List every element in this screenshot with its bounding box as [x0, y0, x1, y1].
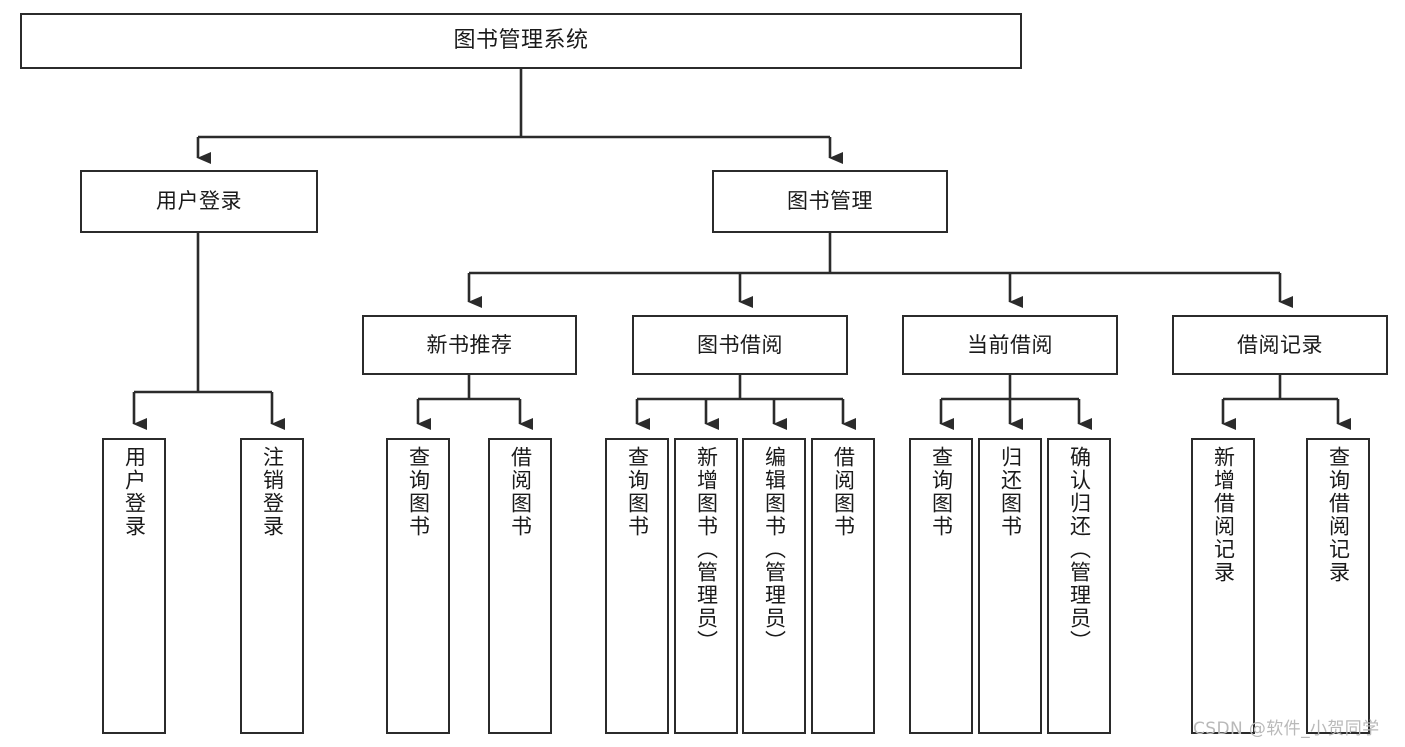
node-label: 查询图书 — [625, 446, 650, 538]
node-label: 借阅记录 — [1237, 332, 1323, 357]
leaf-borrow-books[interactable]: 借阅图书 — [811, 438, 875, 734]
leaf-confirm-return-admin[interactable]: 确认归还（管理员） — [1047, 438, 1111, 734]
leaf-query-books-new[interactable]: 查询图书 — [386, 438, 450, 734]
node-label: 图书借阅 — [697, 332, 783, 357]
node-label: 查询图书 — [929, 446, 954, 538]
node-user-login[interactable]: 用户登录 — [80, 170, 318, 233]
node-book-borrowing[interactable]: 图书借阅 — [632, 315, 848, 375]
node-new-book-recommendation[interactable]: 新书推荐 — [362, 315, 577, 375]
node-label: 用户登录 — [156, 189, 242, 214]
watermark-text: CSDN @软件_小贺同学 — [1193, 719, 1380, 739]
leaf-borrow-books-new[interactable]: 借阅图书 — [488, 438, 552, 734]
node-label: 图书管理 — [787, 189, 873, 214]
node-label: 确认归还（管理员） — [1067, 446, 1092, 653]
node-label: 注销登录 — [260, 446, 285, 538]
node-label: 查询图书 — [406, 446, 431, 538]
leaf-add-borrow-record[interactable]: 新增借阅记录 — [1191, 438, 1255, 734]
node-label: 借阅图书 — [508, 446, 533, 538]
node-root-book-management-system[interactable]: 图书管理系统 — [20, 13, 1022, 69]
node-label: 当前借阅 — [967, 332, 1053, 357]
leaf-query-borrow-record[interactable]: 查询借阅记录 — [1306, 438, 1370, 734]
node-label: 用户登录 — [122, 446, 147, 538]
node-label: 新增图书（管理员） — [694, 446, 719, 653]
node-borrow-records[interactable]: 借阅记录 — [1172, 315, 1388, 375]
node-label: 查询借阅记录 — [1326, 446, 1351, 584]
node-label: 图书管理系统 — [453, 28, 589, 54]
node-label: 新书推荐 — [426, 332, 513, 357]
node-label: 借阅图书 — [831, 446, 856, 538]
leaf-query-books-current[interactable]: 查询图书 — [909, 438, 973, 734]
leaf-user-login[interactable]: 用户登录 — [102, 438, 166, 734]
leaf-return-books[interactable]: 归还图书 — [978, 438, 1042, 734]
leaf-add-book-admin[interactable]: 新增图书（管理员） — [674, 438, 738, 734]
node-label: 归还图书 — [998, 446, 1023, 538]
node-current-borrowing[interactable]: 当前借阅 — [902, 315, 1118, 375]
leaf-query-books-borrow[interactable]: 查询图书 — [605, 438, 669, 734]
node-label: 新增借阅记录 — [1211, 446, 1236, 584]
node-book-management[interactable]: 图书管理 — [712, 170, 948, 233]
node-label: 编辑图书（管理员） — [762, 446, 787, 653]
leaf-logout[interactable]: 注销登录 — [240, 438, 304, 734]
leaf-edit-book-admin[interactable]: 编辑图书（管理员） — [742, 438, 806, 734]
